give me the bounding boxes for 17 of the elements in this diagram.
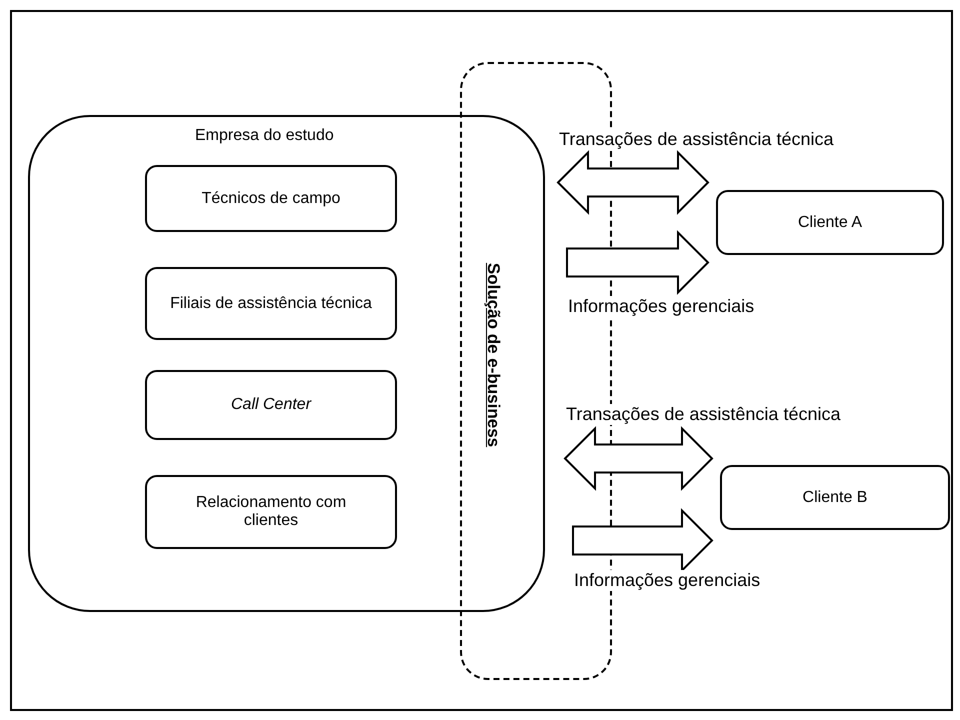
unit-box: Filiais de assistência técnica bbox=[145, 267, 397, 340]
organization-container bbox=[28, 115, 545, 612]
edge-label: Transações de assistência técnica bbox=[558, 128, 834, 150]
edge-label: Transações de assistência técnica bbox=[565, 404, 842, 424]
unit-box: Call Center bbox=[145, 370, 397, 440]
container-title: Empresa do estudo bbox=[195, 127, 334, 145]
block-arrow bbox=[564, 426, 714, 491]
client-box: Cliente B bbox=[720, 465, 950, 530]
client-box: Cliente A bbox=[716, 190, 944, 255]
edge-label: Informações gerenciais bbox=[573, 570, 762, 590]
block-arrow bbox=[556, 150, 710, 215]
unit-box: Relacionamento com clientes bbox=[145, 475, 397, 549]
vertical-title: Solução de e-business bbox=[483, 262, 503, 448]
block-arrow bbox=[566, 230, 710, 295]
unit-box: Técnicos de campo bbox=[145, 165, 397, 232]
edge-label: Informações gerenciais bbox=[567, 296, 756, 316]
block-arrow bbox=[572, 508, 714, 573]
